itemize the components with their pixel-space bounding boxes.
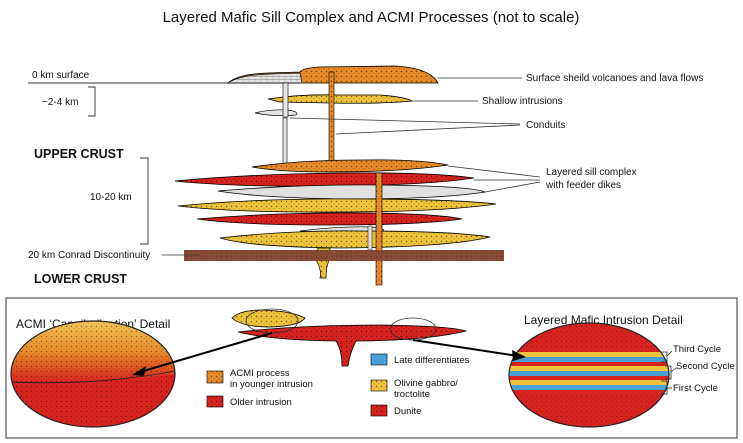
legend-late-label: Late differentiates: [394, 355, 470, 366]
layered-detail-title: Layered Mafic Intrusion Detail: [524, 313, 683, 327]
sill-depth-label: 10-20 km: [90, 192, 132, 203]
layered-sill-complex: [174, 159, 497, 286]
legend-acmi-line2: in younger intrusion: [230, 379, 313, 390]
sill-label-line1: Layered sill complex: [546, 167, 637, 178]
first-cycle-label: First Cycle: [673, 383, 718, 394]
legend: ACMI process in younger intrusion Older …: [206, 353, 470, 417]
legend-older-label: Older intrusion: [230, 397, 292, 408]
gray-conduit-upper: [282, 82, 289, 118]
surface-label: 0 km surface: [32, 70, 90, 81]
acmi-arrow: [139, 332, 273, 373]
sill-leader-3: [484, 181, 541, 193]
layered-detail-ellipse: [509, 323, 669, 427]
volcanoes-label: Surface sheild volcanoes and lava flows: [526, 73, 703, 84]
second-cycle-label: Second Cycle: [676, 361, 735, 372]
legend-olivine-line2: troctolite: [394, 389, 430, 400]
gray-conduit-lower: [282, 117, 288, 166]
conduit-leader-1: [289, 117, 521, 125]
conduit-leader-2: [335, 124, 521, 135]
conduits-label: Conduits: [526, 120, 565, 131]
sill-label-line2: with feeder dikes: [545, 180, 621, 191]
diagram-title: Layered Mafic Sill Complex and ACMI Proc…: [163, 9, 580, 26]
upper-crust-label: UPPER CRUST: [34, 147, 124, 161]
sill-leader-1: [447, 165, 541, 178]
legend-olivine-line1: Olivine gabbro/: [394, 378, 458, 389]
legend-dunite-label: Dunite: [394, 406, 421, 417]
lower-crust-label: LOWER CRUST: [34, 272, 127, 286]
sill-depth-bracket: [140, 157, 149, 245]
shallow-label: Shallow intrusions: [482, 96, 563, 107]
shallow-depth-label: ~2-4 km: [42, 97, 78, 108]
conrad-label: 20 km Conrad Discontinuity: [28, 250, 150, 261]
legend-acmi-line1: ACMI process: [230, 368, 290, 379]
shallow-intrusion-gray: [254, 109, 298, 117]
legend-late-swatch: [370, 353, 388, 366]
shallow-bracket: [88, 86, 96, 117]
third-cycle-label: Third Cycle: [673, 344, 721, 355]
layered-arrow: [412, 339, 519, 357]
cycle-brackets: Third Cycle Second Cycle First Cycle: [661, 344, 735, 395]
